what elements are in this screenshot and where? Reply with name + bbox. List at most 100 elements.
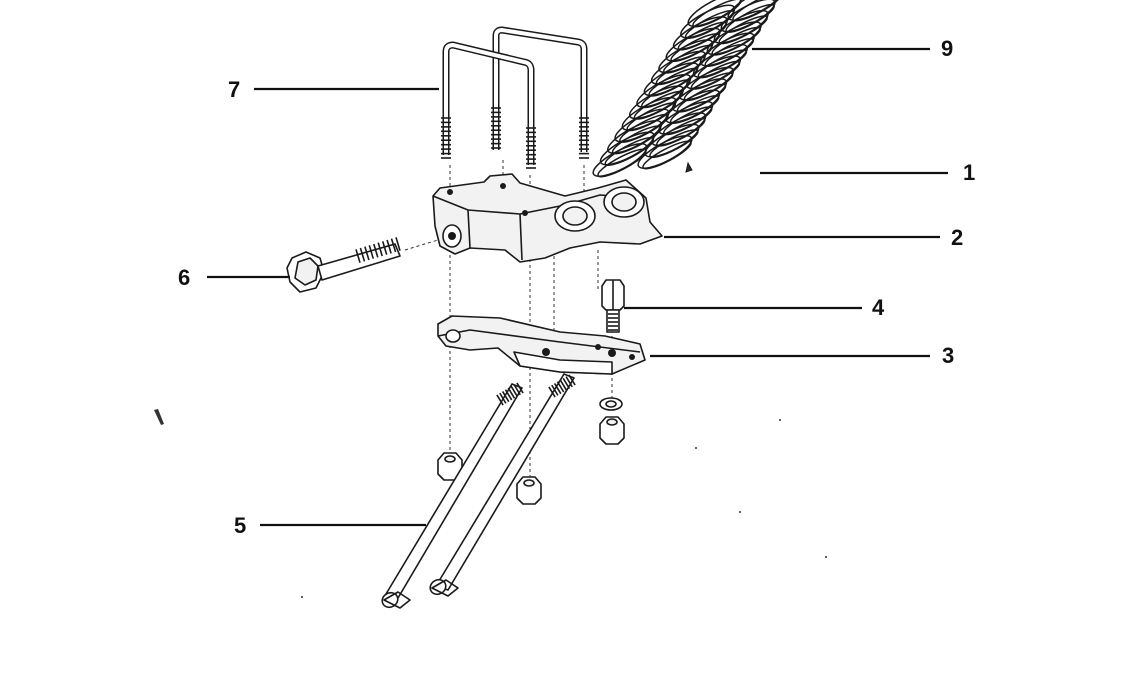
callout-6: 6 — [178, 265, 190, 290]
thread-line — [386, 239, 392, 254]
coil-turn-inner — [655, 56, 706, 86]
callout-9: 9 — [941, 36, 953, 61]
thread-line — [368, 245, 375, 259]
thread-line — [377, 242, 383, 257]
coil-turn-inner — [725, 3, 775, 33]
coil-turn-inner — [697, 49, 748, 79]
u-bolt-threads — [441, 107, 589, 169]
u-bolt-front-body — [444, 42, 533, 165]
tie-rod-left-eye — [381, 591, 399, 609]
coil-turn-inner — [669, 95, 720, 124]
coil-turn-inner — [692, 0, 742, 28]
lower-bracket-hole-4 — [629, 354, 635, 360]
spring-marker — [685, 161, 693, 173]
coil-turn-inner — [663, 106, 713, 136]
thread-line — [373, 243, 379, 258]
thread-line — [565, 376, 573, 388]
seat-eye-left-hole — [562, 206, 588, 226]
thread-line — [504, 389, 513, 401]
callout-4: 4 — [872, 295, 885, 320]
u-bolt-front-outline — [442, 41, 535, 165]
thread-line — [496, 394, 504, 406]
thread-line — [510, 385, 519, 398]
lower-bracket-plate — [513, 351, 613, 375]
seat-pivot-hole — [448, 232, 456, 240]
thread-line — [390, 238, 397, 253]
u-bolts — [441, 26, 589, 169]
coil-turn-inner — [642, 140, 692, 170]
thread-line — [553, 382, 562, 395]
thread-line — [395, 237, 401, 251]
coil-turn-inner — [683, 72, 734, 102]
u-bolt-nut-right-hole — [523, 479, 535, 487]
tie-rods — [381, 373, 576, 609]
upper-spring-seat — [432, 173, 663, 263]
tie-rod-right-end — [431, 579, 459, 597]
u-bolt-nut-right — [516, 476, 542, 505]
coil-turn-inner — [670, 33, 720, 63]
callout-leaders — [207, 47, 948, 527]
coil-turn-inner — [732, 0, 782, 22]
coil-turn-inner — [676, 83, 727, 113]
thread-line — [548, 386, 556, 398]
seat-bolt-hole-1 — [447, 189, 453, 195]
coil-turn-inner — [711, 26, 761, 56]
coil-springs — [592, 0, 783, 178]
lower-bracket — [437, 315, 646, 375]
pivot-bolt-threads — [355, 237, 401, 263]
scan-specks — [154, 409, 827, 598]
seat-fold — [519, 213, 523, 261]
seat-eye-right-hole — [611, 192, 637, 212]
hex-bolt — [601, 279, 625, 333]
hex-bolt-threads — [608, 313, 618, 331]
coil-turn-inner — [718, 15, 768, 45]
thread-line — [359, 247, 366, 262]
lower-bracket-hole-1 — [542, 348, 550, 356]
coil-turn-inner — [648, 67, 698, 97]
lower-bracket-hole-2 — [608, 349, 616, 357]
thread-line — [568, 374, 576, 386]
callout-3: 3 — [942, 343, 954, 368]
hex-nut-small-hole — [606, 418, 618, 426]
coil-turn-inner — [626, 102, 676, 132]
coil-turn-inner — [641, 79, 691, 109]
thread-line — [551, 384, 559, 396]
u-bolt-nuts — [437, 452, 542, 505]
thread-line — [355, 249, 361, 263]
pivot-bolt-head-face — [294, 257, 319, 286]
lower-bracket-hole-3 — [595, 344, 601, 350]
callout-2: 2 — [951, 225, 963, 250]
lock-washer-hole — [605, 400, 617, 408]
coil-turn-inner — [690, 60, 741, 90]
coil-turn-inner — [633, 90, 684, 120]
seat-bolt-hole-2 — [500, 183, 506, 189]
coil-turn-inner — [649, 129, 699, 159]
coil-turn-inner — [684, 10, 735, 39]
tie-rod-threads — [496, 374, 576, 406]
hex-nut-small — [599, 416, 625, 445]
u-bolt-back-outline — [492, 26, 588, 152]
coil-turn-inner — [704, 38, 755, 67]
lower-bracket-eye — [445, 329, 461, 343]
thread-line — [499, 392, 507, 404]
thread-line — [364, 246, 370, 261]
thread-line — [513, 384, 521, 396]
thread-line — [562, 377, 571, 390]
thread-line — [507, 387, 516, 399]
thread-line — [556, 381, 565, 393]
washer-and-nut — [599, 397, 625, 445]
u-bolt-nut-left-hole — [444, 455, 456, 463]
callout-1: 1 — [963, 160, 975, 185]
callout-labels: 9 7 1 2 6 4 3 5 — [178, 36, 975, 538]
coil-spring-right — [637, 0, 783, 170]
pivot-bolt — [286, 237, 401, 293]
thread-line — [501, 390, 510, 403]
callout-5: 5 — [234, 513, 246, 538]
thread-line — [516, 382, 524, 394]
coil-turn-inner — [656, 117, 706, 147]
thread-line — [559, 379, 568, 391]
thread-line — [381, 241, 388, 255]
coil-turn-inner — [677, 21, 728, 51]
seat-fold-2 — [467, 209, 471, 249]
